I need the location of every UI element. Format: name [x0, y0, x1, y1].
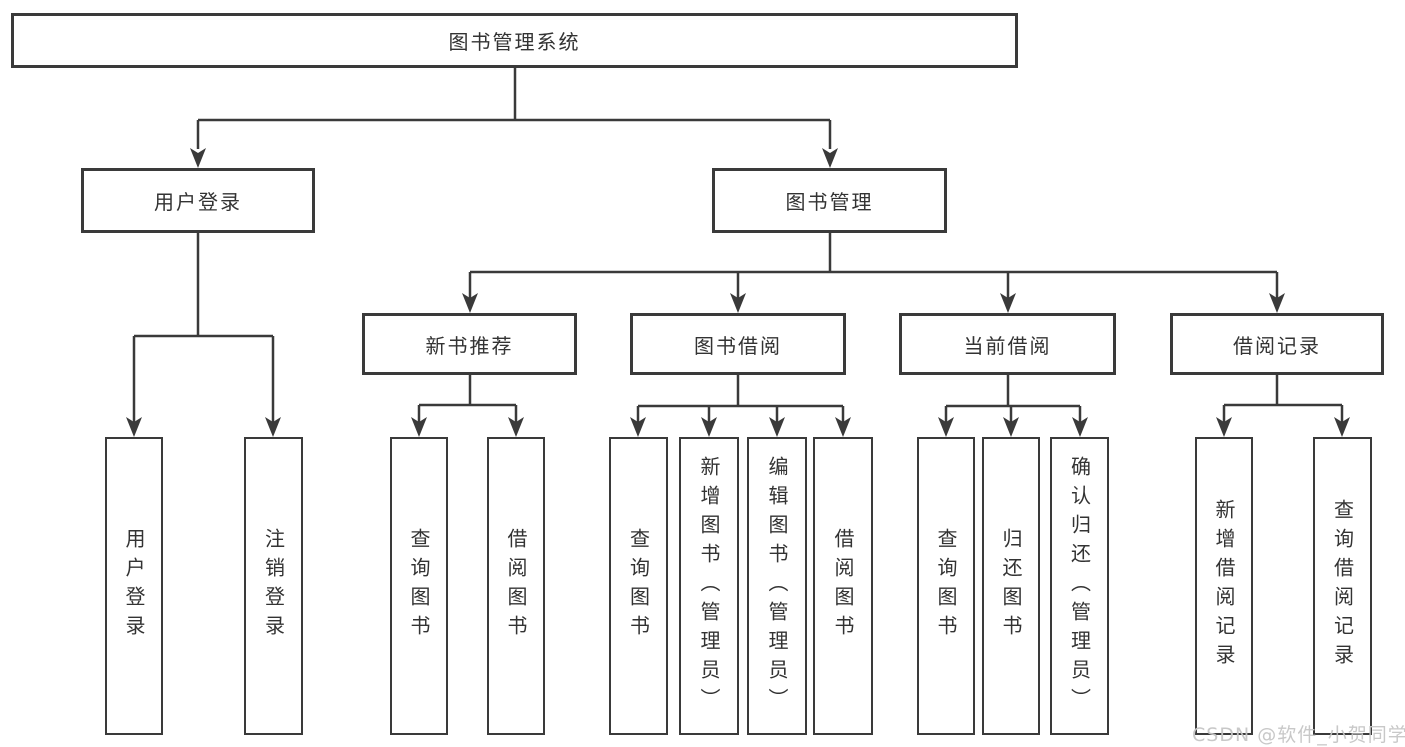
node-book-borrowing: 图书借阅	[630, 313, 846, 375]
leaf-borrow-books-2-label: 借阅图书	[831, 528, 855, 644]
leaf-borrow-books-1: 借阅图书	[487, 437, 545, 735]
node-current-borrowing: 当前借阅	[899, 313, 1116, 375]
leaf-edit-book-admin-label: 编辑图书（管理员）	[765, 455, 789, 717]
node-user-login: 用户登录	[81, 168, 315, 233]
leaf-confirm-return-admin: 确认归还（管理员）	[1050, 437, 1109, 735]
node-new-book-recommendation-label: 新书推荐	[425, 333, 514, 358]
node-user-login-label: 用户登录	[154, 190, 242, 214]
leaf-user-login-label: 用户登录	[122, 528, 146, 644]
arrow-down-icon	[835, 417, 851, 437]
wire-book-mgmt-to-level3	[468, 233, 1279, 298]
leaf-add-borrow-record-label: 新增借阅记录	[1212, 499, 1236, 673]
wire-user-login-to-leaves	[132, 233, 275, 422]
leaf-add-book-admin-label: 新增图书（管理员）	[697, 455, 721, 717]
arrow-down-icon	[701, 417, 717, 437]
node-book-management-label: 图书管理	[785, 190, 874, 214]
node-current-borrowing-label: 当前借阅	[963, 333, 1052, 358]
arrow-down-icon	[1072, 417, 1088, 437]
leaf-query-books-3-label: 查询图书	[934, 528, 958, 644]
node-borrowing-records-label: 借阅记录	[1233, 333, 1321, 358]
arrow-down-icon	[822, 148, 838, 168]
leaf-add-borrow-record: 新增借阅记录	[1195, 437, 1253, 735]
leaf-logout-label: 注销登录	[261, 528, 286, 644]
arrow-down-icon	[630, 417, 646, 437]
node-borrowing-records: 借阅记录	[1170, 313, 1384, 375]
wire-borrow-records-to-leaves	[1222, 375, 1344, 422]
arrowheads	[126, 148, 1350, 437]
leaf-query-books-3: 查询图书	[917, 437, 975, 735]
arrow-down-icon	[411, 417, 427, 437]
leaf-logout: 注销登录	[244, 437, 303, 735]
arrow-down-icon	[769, 417, 785, 437]
arrow-down-icon	[1000, 293, 1016, 313]
leaf-edit-book-admin: 编辑图书（管理员）	[747, 437, 807, 735]
arrow-down-icon	[938, 417, 954, 437]
arrow-down-icon	[190, 148, 206, 168]
arrow-down-icon	[1216, 417, 1232, 437]
arrow-down-icon	[730, 293, 746, 313]
wire-current-borrow-to-leaves	[944, 375, 1082, 422]
node-book-borrowing-label: 图书借阅	[694, 333, 782, 358]
leaf-query-books-2-label: 查询图书	[626, 528, 651, 644]
csdn-watermark: CSDN @软件_小贺同学	[1192, 724, 1405, 746]
leaf-confirm-return-admin-label: 确认归还（管理员）	[1067, 455, 1092, 717]
node-new-book-recommendation: 新书推荐	[362, 313, 577, 375]
node-book-management: 图书管理	[712, 168, 947, 233]
arrow-down-icon	[1003, 417, 1019, 437]
leaf-query-books-1: 查询图书	[390, 437, 448, 735]
arrow-down-icon	[462, 293, 478, 313]
leaf-add-book-admin: 新增图书（管理员）	[679, 437, 739, 735]
arrow-down-icon	[265, 417, 281, 437]
leaf-return-book-label: 归还图书	[999, 528, 1023, 644]
arrow-down-icon	[1334, 417, 1350, 437]
leaf-query-books-1-label: 查询图书	[407, 528, 431, 644]
leaf-user-login: 用户登录	[105, 437, 163, 735]
leaf-return-book: 归还图书	[982, 437, 1040, 735]
wire-new-book-rec-to-leaves	[417, 375, 518, 422]
leaf-query-borrow-record: 查询借阅记录	[1313, 437, 1372, 735]
leaf-borrow-books-1-label: 借阅图书	[504, 528, 528, 644]
wire-root-to-level2	[196, 68, 832, 149]
leaf-query-books-2: 查询图书	[609, 437, 668, 735]
arrow-down-icon	[508, 417, 524, 437]
arrow-down-icon	[126, 417, 142, 437]
node-root-label: 图书管理系统	[448, 30, 581, 54]
leaf-borrow-books-2: 借阅图书	[813, 437, 873, 735]
leaf-query-borrow-record-label: 查询借阅记录	[1330, 499, 1355, 673]
arrow-down-icon	[1269, 293, 1285, 313]
node-root: 图书管理系统	[11, 13, 1018, 68]
wire-book-borrow-to-leaves	[636, 375, 845, 422]
